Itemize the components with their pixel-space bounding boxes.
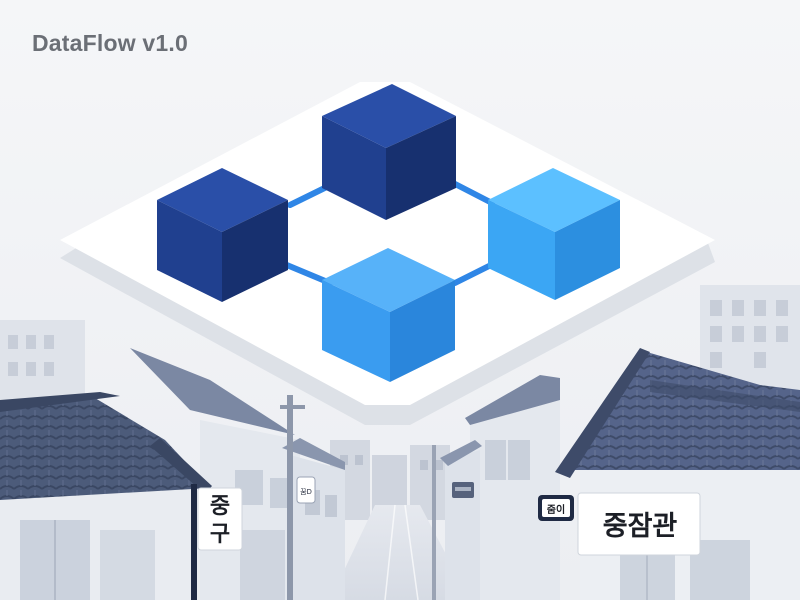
right-small-sign: 줌이 <box>538 495 574 521</box>
app-title: DataFlow v1.0 <box>32 30 188 56</box>
left-vertical-sign: 중 구 <box>191 484 243 600</box>
cube-right <box>488 168 620 300</box>
left-sign-char-1: 중 <box>210 494 230 519</box>
right-mid-building <box>465 375 560 600</box>
right-large-sign: 중잠관 <box>577 492 701 556</box>
right-alley-building <box>440 440 482 600</box>
cube-bottom <box>322 248 455 382</box>
cube-top <box>322 84 456 220</box>
left-sign-char-2: 구 <box>210 522 230 547</box>
left-small-sign: 꿈D <box>296 476 316 504</box>
left-traditional-house <box>0 392 212 600</box>
utility-pole-right <box>432 445 436 600</box>
cube-network-icon <box>157 84 620 382</box>
utility-pole-left <box>280 395 305 600</box>
small-box-sign <box>452 482 474 498</box>
cube-left <box>157 168 288 302</box>
right-small-sign-text: 줌이 <box>547 503 565 516</box>
right-large-sign-text: 중잠관 <box>603 511 678 542</box>
left-small-sign-text: 꿈D <box>300 488 312 496</box>
